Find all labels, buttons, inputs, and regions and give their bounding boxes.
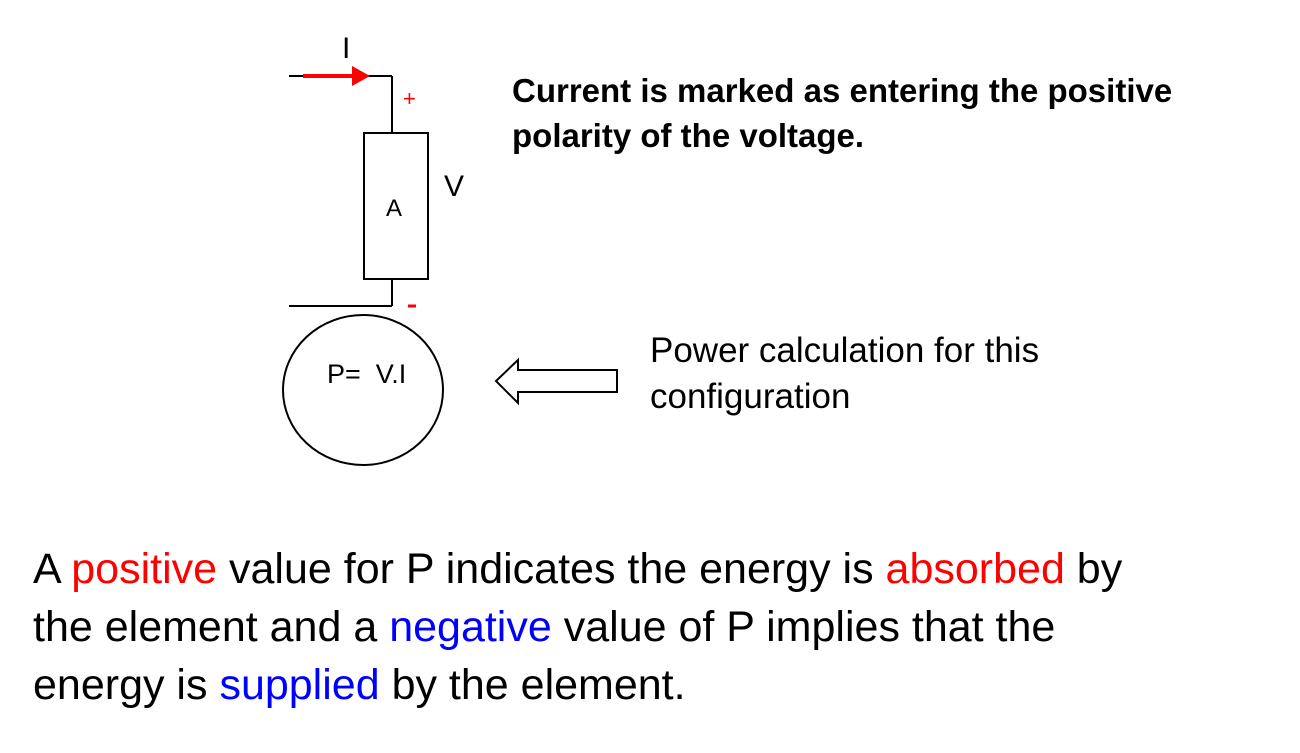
text-segment: A <box>33 545 72 593</box>
highlight-negative: negative <box>389 603 552 651</box>
text-segment: by <box>1064 545 1123 593</box>
convention-note-line2: polarity of the voltage. <box>512 117 865 154</box>
highlight-supplied: supplied <box>219 661 380 709</box>
voltage-label: V <box>444 170 464 203</box>
current-arrow-icon <box>352 66 370 86</box>
sign-convention-explanation: A positive value for P indicates the ene… <box>33 540 1122 714</box>
power-formula: P= V.I <box>327 359 406 389</box>
circuit-element-a <box>363 132 429 280</box>
hollow-left-arrow-icon <box>494 357 618 406</box>
current-label: I <box>342 32 350 65</box>
element-label: A <box>386 195 402 222</box>
highlight-absorbed: absorbed <box>885 545 1065 593</box>
explanation-line-3: energy is supplied by the element. <box>33 656 1122 714</box>
highlight-positive: positive <box>71 545 218 593</box>
power-note-line2: configuration <box>650 377 851 416</box>
text-segment: energy is <box>33 661 220 709</box>
power-formula-circle <box>282 314 444 466</box>
text-segment: value of P implies that the <box>551 603 1056 651</box>
convention-note-line1: Current is marked as entering the positi… <box>512 72 1173 109</box>
convention-note: Current is marked as entering the positi… <box>512 68 1172 158</box>
explanation-line-2: the element and a negative value of P im… <box>33 598 1122 656</box>
power-note-line1: Power calculation for this <box>650 331 1040 370</box>
explanation-line-1: A positive value for P indicates the ene… <box>33 540 1122 598</box>
text-segment: the element and a <box>33 603 390 651</box>
text-segment: value for P indicates the energy is <box>217 545 886 593</box>
text-segment: by the element. <box>379 661 686 709</box>
plus-sign: + <box>403 86 416 111</box>
power-calculation-note: Power calculation for this configuration <box>650 328 1039 420</box>
